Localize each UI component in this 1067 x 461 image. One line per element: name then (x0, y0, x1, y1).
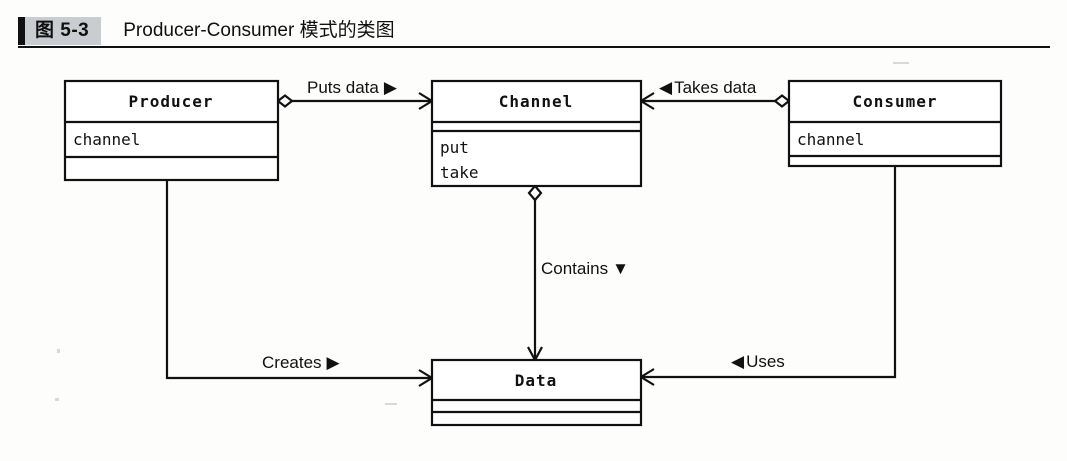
relation-creates[interactable]: Creates▶ (165, 180, 435, 387)
class-box-consumer[interactable]: Consumer channel (787, 79, 1003, 168)
producer-attribute-channel: channel (73, 130, 140, 149)
aggregation-diamond-consumer (773, 94, 791, 108)
creates-line (165, 180, 432, 380)
contains-label: Contains▼ (541, 259, 629, 278)
channel-operation-take: take (440, 163, 479, 182)
producer-class-name: Producer (128, 92, 213, 111)
aggregation-diamond-producer (276, 94, 294, 108)
scan-speck (893, 62, 909, 64)
data-box-outline (430, 358, 643, 427)
channel-class-name: Channel (499, 92, 573, 111)
figure-title: Producer-Consumer 模式的类图 (123, 20, 395, 41)
relation-puts-data[interactable]: Puts data▶ (276, 78, 435, 110)
class-box-channel[interactable]: Channel put take (430, 79, 643, 188)
channel-box-outline (430, 79, 643, 188)
channel-operation-put: put (440, 138, 469, 157)
consumer-box-outline (787, 79, 1003, 168)
consumer-attribute-channel: channel (797, 130, 864, 149)
relation-contains[interactable]: Contains▼ (527, 184, 629, 363)
creates-label: Creates▶ (262, 353, 341, 372)
takes-data-label: ◀Takes data (659, 78, 757, 97)
scan-speck (57, 349, 60, 353)
figure-number-badge: 图 5-3 (18, 17, 102, 45)
uses-line (641, 166, 897, 379)
scan-speck (55, 398, 59, 401)
aggregation-diamond-channel (527, 184, 543, 202)
relation-uses[interactable]: ◀Uses (638, 166, 897, 386)
scan-speck (385, 403, 397, 405)
consumer-class-name: Consumer (852, 92, 937, 111)
puts-data-label: Puts data▶ (307, 78, 398, 97)
caption-divider-rule (18, 46, 1050, 48)
figure-caption: 图 5-3 Producer-Consumer 模式的类图 (18, 14, 1050, 48)
class-box-producer[interactable]: Producer channel (63, 79, 280, 182)
class-box-data[interactable]: Data (430, 358, 643, 427)
producer-box-outline (63, 79, 280, 182)
data-class-name: Data (515, 371, 558, 390)
figure-number: 图 5-3 (35, 20, 90, 41)
relation-takes-data[interactable]: ◀Takes data (638, 78, 791, 110)
uses-label: ◀Uses (731, 352, 785, 371)
